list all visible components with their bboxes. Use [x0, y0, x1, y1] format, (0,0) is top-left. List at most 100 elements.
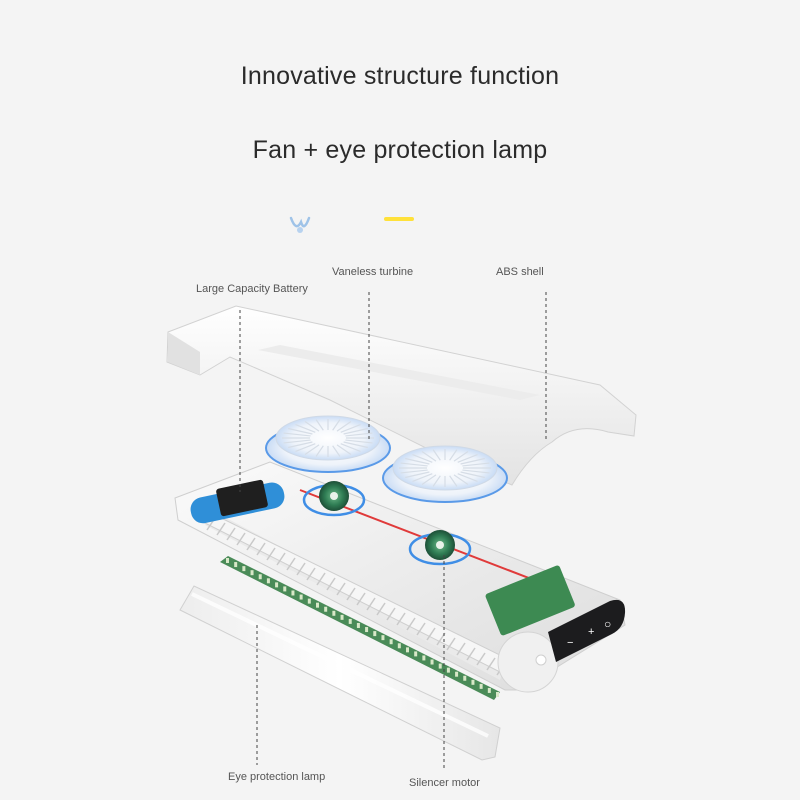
- led-dot: [266, 578, 270, 584]
- led-dot: [446, 667, 450, 673]
- fan-blade: [457, 473, 478, 482]
- vent-slat: [386, 607, 396, 621]
- fan-blade: [405, 471, 430, 479]
- callout-battery-label: Large Capacity Battery: [196, 283, 308, 295]
- vent-slat: [366, 597, 376, 611]
- vent-slat: [306, 567, 316, 581]
- vent-slat: [376, 602, 386, 616]
- vent-slat: [316, 572, 326, 586]
- fan-blade: [343, 441, 368, 449]
- led-dot: [340, 614, 344, 620]
- control-pcb: [485, 565, 575, 636]
- vent-slat: [486, 657, 496, 671]
- fan-blade: [343, 427, 368, 435]
- vent-slat: [226, 527, 236, 541]
- vent-slat: [356, 592, 366, 606]
- led-dot: [479, 683, 483, 689]
- led-dot: [307, 598, 311, 604]
- led-dot: [291, 590, 295, 596]
- led-dot: [438, 663, 442, 669]
- fan-blade: [336, 444, 352, 455]
- vent-slat: [406, 617, 416, 631]
- led-dot: [414, 651, 418, 657]
- led-dot: [373, 631, 377, 637]
- led-dot: [226, 558, 229, 563]
- led-dot: [487, 687, 491, 693]
- fan-blade: [462, 462, 490, 467]
- led-dot: [234, 562, 238, 568]
- fan-blade: [288, 441, 313, 449]
- vent-slat: [396, 612, 406, 626]
- fan-blade: [453, 451, 469, 462]
- fan-blade: [304, 421, 320, 432]
- page-subtitle: Fan + eye protection lamp: [252, 136, 548, 164]
- fan-blade: [283, 432, 311, 437]
- fan-blade: [460, 457, 485, 465]
- led-dot: [430, 659, 434, 665]
- callout-motor-label: Silencer motor: [409, 777, 480, 789]
- fan-blade: [421, 451, 437, 462]
- led-dot: [283, 586, 287, 592]
- fan-blade: [449, 475, 458, 487]
- led-dot: [471, 679, 475, 685]
- callout-leader-lines: [239, 292, 547, 770]
- fan-blade: [453, 474, 469, 485]
- led-dot: [299, 594, 303, 600]
- vent-slat: [456, 642, 466, 656]
- minus-button[interactable]: −: [567, 637, 573, 649]
- vent-slat: [286, 557, 296, 571]
- led-dot: [406, 647, 409, 653]
- fan-blade: [283, 439, 311, 444]
- fan-blade: [412, 473, 433, 482]
- plus-button[interactable]: +: [588, 626, 594, 638]
- callout-turbine-label: Vaneless turbine: [332, 266, 414, 278]
- fan-blade: [345, 432, 373, 437]
- vent-slat: [426, 627, 436, 641]
- led-dot: [242, 566, 246, 572]
- light-beam-icon: [384, 217, 414, 221]
- led-dot: [455, 671, 459, 677]
- fan-blade: [295, 424, 316, 433]
- led-dots: [226, 558, 499, 697]
- silencer-motor-right: [408, 530, 472, 566]
- power-button[interactable]: ○: [604, 617, 611, 631]
- eye-protection-lamp-part: [179, 585, 501, 761]
- vent-slat: [216, 522, 226, 536]
- fan-blade: [332, 445, 341, 457]
- led-dot: [348, 618, 352, 624]
- led-dot: [316, 602, 319, 608]
- fan-blade: [449, 449, 458, 461]
- fan-blade: [315, 419, 324, 431]
- fan-blade: [412, 454, 433, 463]
- vent-slat: [246, 537, 256, 551]
- vent-slat: [336, 582, 346, 596]
- fan-blade: [315, 445, 324, 457]
- led-dot: [332, 610, 336, 616]
- abs-shell-part: [166, 305, 637, 486]
- fan-blade: [432, 449, 441, 461]
- led-dot: [275, 582, 279, 588]
- vent-slat: [296, 562, 306, 576]
- fan-blade: [405, 457, 430, 465]
- fan-blade: [340, 424, 361, 433]
- led-dot: [381, 635, 385, 641]
- led-pcb-strip: [220, 556, 500, 700]
- vent-slat: [256, 542, 266, 556]
- fan-blade: [345, 439, 373, 444]
- vent-slat: [446, 637, 456, 651]
- vent-slat-lines: [206, 517, 506, 676]
- fan-blade: [295, 443, 316, 452]
- fan-blade: [462, 469, 490, 474]
- led-dot: [389, 639, 393, 645]
- fan-blade: [432, 475, 441, 487]
- control-panel: − + ○: [548, 599, 626, 662]
- led-dot: [250, 570, 254, 576]
- fan-blade: [288, 427, 313, 435]
- vent-slat: [236, 532, 246, 546]
- led-dot: [365, 627, 369, 633]
- vent-slat: [466, 647, 476, 661]
- battery-part: [190, 479, 285, 524]
- led-dot: [496, 692, 499, 697]
- fan-blade: [421, 474, 437, 485]
